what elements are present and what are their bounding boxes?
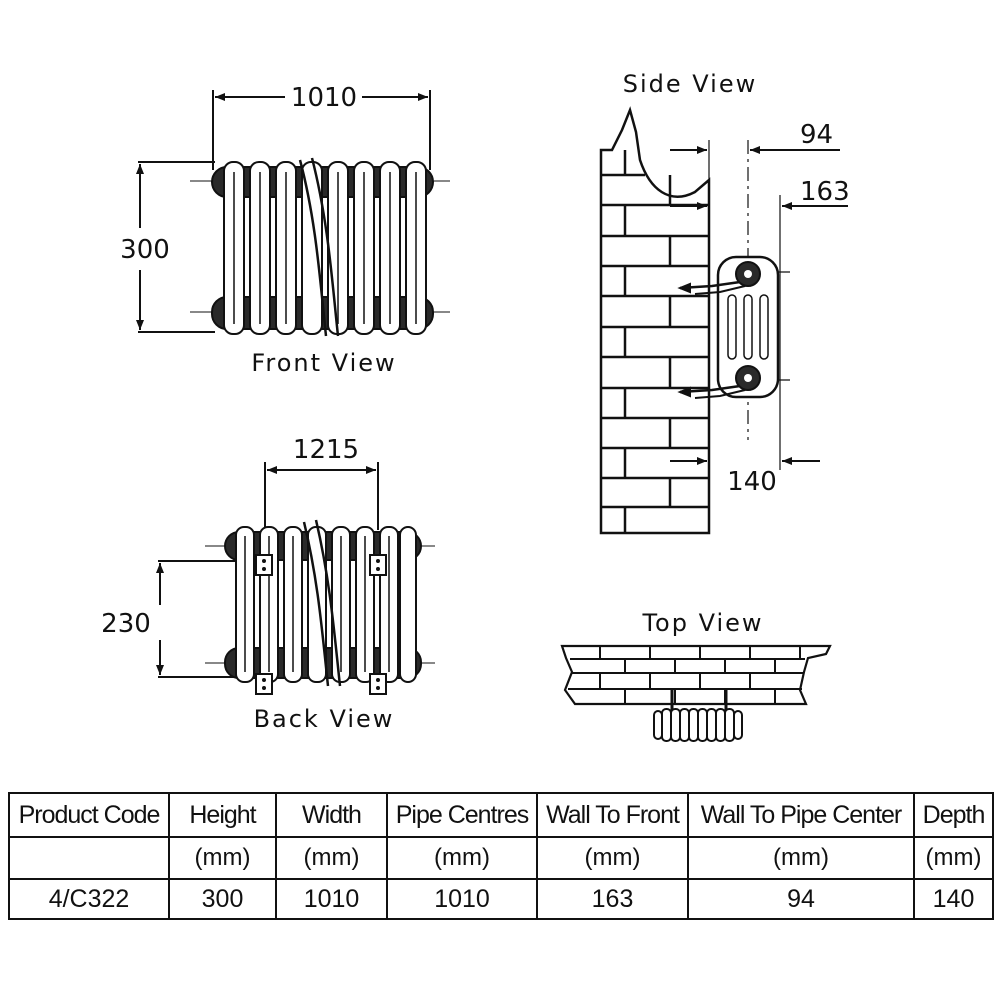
- unit-wall-to-front: (mm): [536, 836, 689, 880]
- unit-width: (mm): [275, 836, 388, 880]
- cell-depth: 140: [913, 878, 994, 920]
- front-height-value: 300: [120, 235, 170, 265]
- back-height-value: 230: [101, 609, 151, 639]
- header-wall-to-pipe-center: Wall To Pipe Center: [687, 792, 915, 838]
- back-bracket: [255, 554, 387, 695]
- side-view-label: Side View: [623, 70, 757, 98]
- table-row: 4/C322 300 1010 1010 163 94 140: [8, 878, 994, 920]
- header-height: Height: [168, 792, 277, 838]
- back-view: [156, 462, 435, 695]
- cell-width: 1010: [275, 878, 388, 920]
- side-dimension-94-value: 94: [800, 120, 833, 150]
- side-view: [599, 106, 848, 535]
- unit-depth: (mm): [913, 836, 994, 880]
- front-radiator: [211, 157, 434, 337]
- header-width: Width: [275, 792, 388, 838]
- side-dimension-163-value: 163: [800, 177, 850, 207]
- back-view-label: Back View: [254, 705, 395, 733]
- side-wall: [599, 106, 711, 535]
- unit-wall-to-pipe-center: (mm): [687, 836, 915, 880]
- unit-height: (mm): [168, 836, 277, 880]
- header-pipe-centres: Pipe Centres: [386, 792, 538, 838]
- technical-drawing: 1010 300 Front View: [101, 70, 850, 742]
- back-radiator: [224, 519, 422, 695]
- top-view-label: Top View: [641, 609, 763, 637]
- front-width-value: 1010: [291, 83, 357, 113]
- cell-wall-to-pipe-center: 94: [687, 878, 915, 920]
- header-wall-to-front: Wall To Front: [536, 792, 689, 838]
- cell-height: 300: [168, 878, 277, 920]
- front-view-label: Front View: [251, 349, 396, 377]
- header-depth: Depth: [913, 792, 994, 838]
- unit-pipe-centres: (mm): [386, 836, 538, 880]
- front-view: [136, 90, 450, 337]
- top-wall: [560, 644, 832, 706]
- unit-product-code: [8, 836, 170, 880]
- table-units-row: (mm) (mm) (mm) (mm) (mm) (mm): [8, 836, 994, 880]
- header-product-code: Product Code: [8, 792, 170, 838]
- cell-wall-to-front: 163: [536, 878, 689, 920]
- spec-table: Product Code Height Width Pipe Centres W…: [8, 792, 994, 920]
- top-radiator: [653, 690, 743, 742]
- back-width-value: 1215: [293, 435, 359, 465]
- cell-product-code: 4/C322: [8, 878, 170, 920]
- table-header-row: Product Code Height Width Pipe Centres W…: [8, 792, 994, 838]
- side-dimension-140-value: 140: [727, 467, 777, 497]
- top-view: [560, 644, 832, 742]
- cell-pipe-centres: 1010: [386, 878, 538, 920]
- side-radiator: [677, 255, 780, 399]
